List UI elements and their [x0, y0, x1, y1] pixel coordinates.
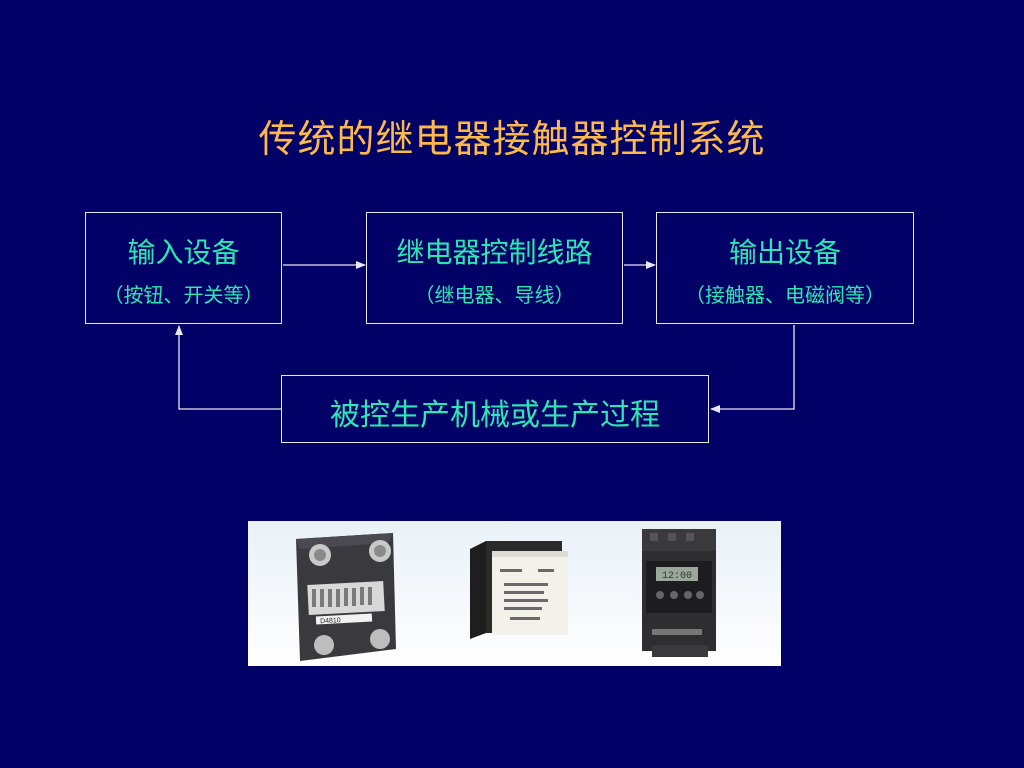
- input-device-label: 输入设备: [127, 236, 240, 269]
- devices-illustration: D4810: [296, 529, 716, 661]
- output-device-label: 输出设备: [728, 236, 841, 269]
- relay-circuit-sublabel: （继电器、导线）: [414, 283, 575, 307]
- plugin-relay-image: [470, 541, 568, 639]
- solid-state-relay-image: D4810: [296, 533, 396, 661]
- arrow-output-to-process: [710, 325, 795, 413]
- device1-model-label: D4810: [320, 617, 341, 625]
- output-device-sublabel: （接触器、电磁阀等）: [685, 283, 885, 307]
- relay-devices-photo: D4810: [248, 521, 781, 666]
- input-device-box: 输入设备 （按钮、开关等）: [85, 212, 282, 324]
- timer-module-image: 12:00: [642, 529, 716, 657]
- slide-title: 传统的继电器接触器控制系统: [258, 117, 766, 161]
- device3-display-readout: 12:00: [662, 571, 692, 582]
- output-device-box: 输出设备 （接触器、电磁阀等）: [656, 212, 914, 324]
- controlled-process-box: 被控生产机械或生产过程: [281, 375, 709, 443]
- relay-circuit-box: 继电器控制线路 （继电器、导线）: [366, 212, 623, 324]
- controlled-process-label: 被控生产机械或生产过程: [330, 398, 660, 433]
- input-device-sublabel: （按钮、开关等）: [103, 283, 264, 307]
- arrow-process-to-input: [175, 325, 281, 410]
- relay-circuit-label: 继电器控制线路: [396, 236, 593, 269]
